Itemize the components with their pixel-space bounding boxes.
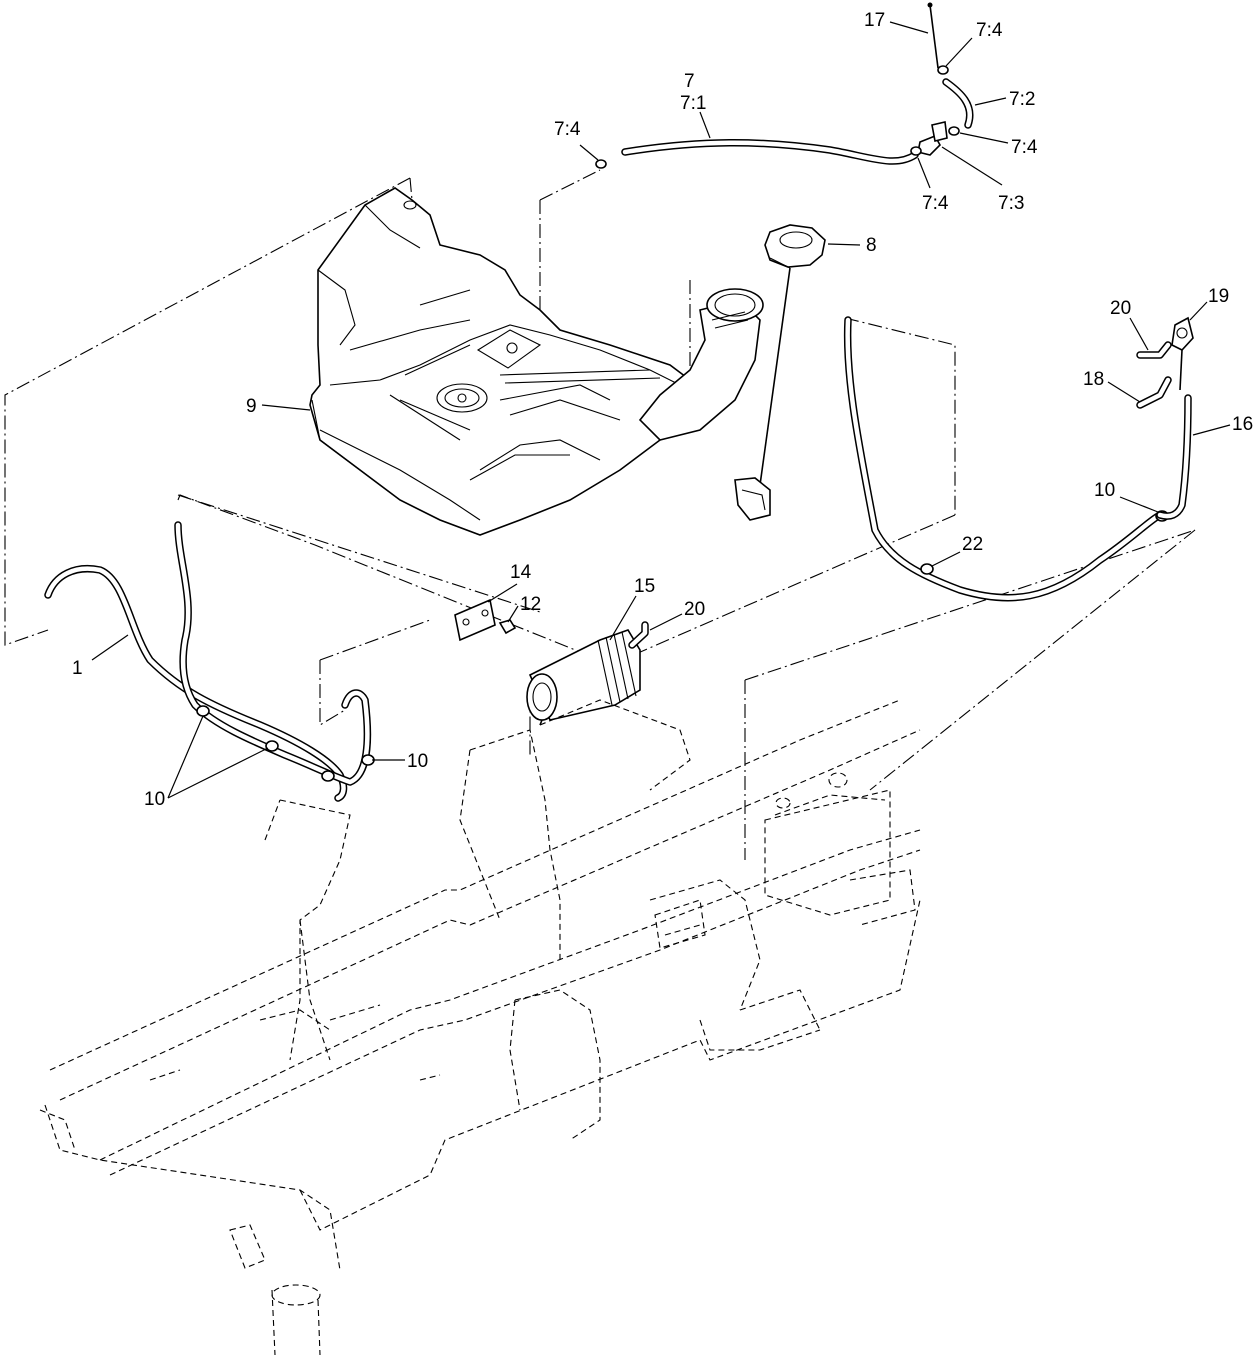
callout-12: 12 (520, 594, 541, 615)
fuel-tank (309, 187, 764, 536)
callout-20: 20 (1110, 298, 1131, 319)
callout-20: 20 (684, 599, 705, 620)
callout-7-2: 7:2 (1009, 89, 1035, 110)
callout-7: 7 (684, 71, 695, 92)
vent-hose-assembly (595, 2, 974, 169)
callout-7-4: 7:4 (976, 20, 1003, 41)
callout-8: 8 (866, 235, 877, 256)
chassis-frame (39, 699, 921, 1355)
callout-7-1: 7:1 (680, 93, 706, 114)
callout-7-3: 7:3 (998, 193, 1024, 214)
fuel-cap (734, 224, 826, 521)
callout-labels: 17 7:4 7 7:1 7:2 7:4 7:4 7:4 7:3 8 9 20 … (72, 10, 1253, 810)
callout-17: 17 (864, 10, 885, 31)
callout-1: 1 (72, 658, 83, 679)
vent-hose-right (843, 316, 1194, 602)
callout-10: 10 (407, 751, 428, 772)
callout-19: 19 (1208, 286, 1229, 307)
vent-hose-left (44, 521, 375, 802)
callout-14: 14 (510, 562, 532, 583)
callout-7-4: 7:4 (1011, 137, 1038, 158)
charcoal-canister (526, 621, 649, 726)
callout-10: 10 (1094, 480, 1115, 501)
callout-18: 18 (1083, 369, 1104, 390)
callout-7-4: 7:4 (922, 193, 949, 214)
callout-15: 15 (634, 576, 655, 597)
callout-16: 16 (1232, 414, 1253, 435)
bracket-and-nut (454, 598, 517, 642)
alignment-lines (4, 169, 1196, 860)
callout-9: 9 (246, 396, 257, 417)
callout-10: 10 (144, 789, 165, 810)
leader-lines (91, 21, 1231, 799)
callout-22: 22 (962, 534, 983, 555)
callout-7-4: 7:4 (554, 119, 581, 140)
